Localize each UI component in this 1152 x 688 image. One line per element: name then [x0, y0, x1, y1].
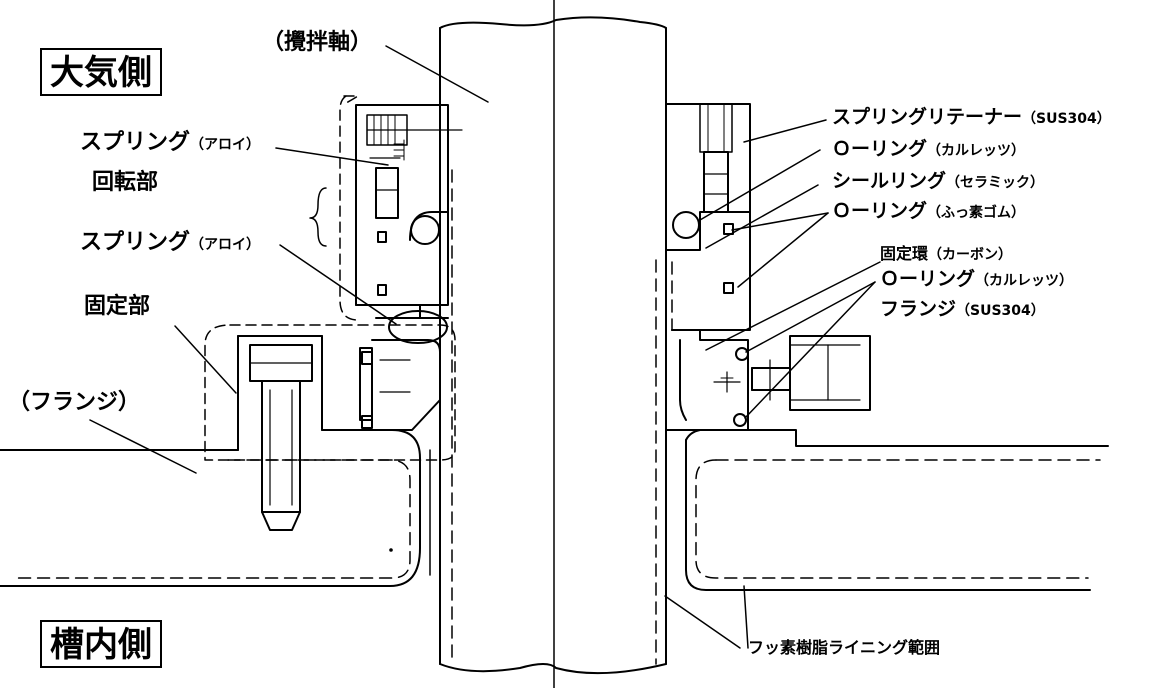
flange-left-label: （フランジ） — [8, 390, 141, 415]
rotating-assembly-left — [355, 104, 463, 319]
spring-oval-left — [388, 310, 448, 344]
stationary-part-dash-region — [204, 324, 456, 461]
flange-left-body — [0, 335, 431, 587]
reference-dot — [389, 548, 393, 552]
rotating-assembly-right — [665, 103, 751, 331]
oring-1-label: Ｏーリング（カルレッツ） — [832, 140, 1025, 159]
spring-retainer-main: スプリングリテーナー — [832, 106, 1023, 128]
rotating-part-dash-region — [339, 95, 359, 321]
seal-ring-label: シールリング（セラミック） — [832, 172, 1044, 191]
rotating-part-brace — [309, 187, 327, 247]
fixed-ring-main: 固定環 — [880, 244, 929, 263]
stationary-assembly-left — [359, 339, 441, 431]
spring-top-label: スプリング（アロイ） — [80, 132, 260, 154]
rotating-part-label: 回転部 — [92, 170, 159, 195]
agitator-shaft-label: （攪拌軸） — [262, 30, 373, 55]
seal-ring-main: シールリング — [832, 170, 947, 192]
fixed-ring-label: 固定環（カーボン） — [880, 244, 1013, 263]
lining-range-left — [13, 169, 453, 665]
oring-3-sub: （カルレッツ） — [975, 273, 1074, 289]
lining-range-right — [655, 249, 1101, 665]
spring-mid-label: スプリング（アロイ） — [80, 232, 260, 254]
flange-right-main: フランジ — [880, 298, 957, 320]
spring-mid-sub: （アロイ） — [190, 237, 261, 253]
oring-2-main: Ｏーリング — [832, 200, 928, 222]
stationary-assembly-right — [671, 329, 749, 431]
seal-ring-sub: （セラミック） — [946, 175, 1045, 191]
bolt-left — [249, 344, 313, 531]
agitator-shaft — [439, 16, 667, 675]
oring-1-sub: （カルレッツ） — [927, 143, 1026, 159]
oring-3-main: Ｏーリング — [880, 268, 976, 290]
flange-right-body — [665, 429, 1109, 591]
spring-detail-left — [393, 139, 405, 161]
lining-range-label: フッ素樹脂ライニング範囲 — [748, 638, 941, 657]
stationary-part-label: 固定部 — [84, 294, 151, 319]
oring-3-label: Ｏーリング（カルレッツ） — [880, 270, 1073, 289]
spring-retainer-label: スプリングリテーナー（SUS304） — [832, 108, 1111, 127]
oring-2-sub: （ふっ素ゴム） — [927, 205, 1026, 221]
flange-assembly-right — [751, 335, 871, 411]
spring-top-main: スプリング — [80, 130, 191, 155]
spring-top-sub: （アロイ） — [190, 137, 261, 153]
atmosphere-side-label: 大気側 — [40, 48, 162, 96]
tank-side-label: 槽内側 — [40, 620, 162, 668]
oring-2-label: Ｏーリング（ふっ素ゴム） — [832, 202, 1025, 221]
spring-retainer-sub: （SUS304） — [1022, 111, 1111, 127]
flange-right-label: フランジ（SUS304） — [880, 300, 1045, 319]
spring-mid-main: スプリング — [80, 230, 191, 255]
oring-1-main: Ｏーリング — [832, 138, 928, 160]
fixed-ring-sub: （カーボン） — [928, 247, 1013, 263]
flange-right-sub: （SUS304） — [956, 303, 1045, 319]
leader-lines — [89, 45, 881, 649]
